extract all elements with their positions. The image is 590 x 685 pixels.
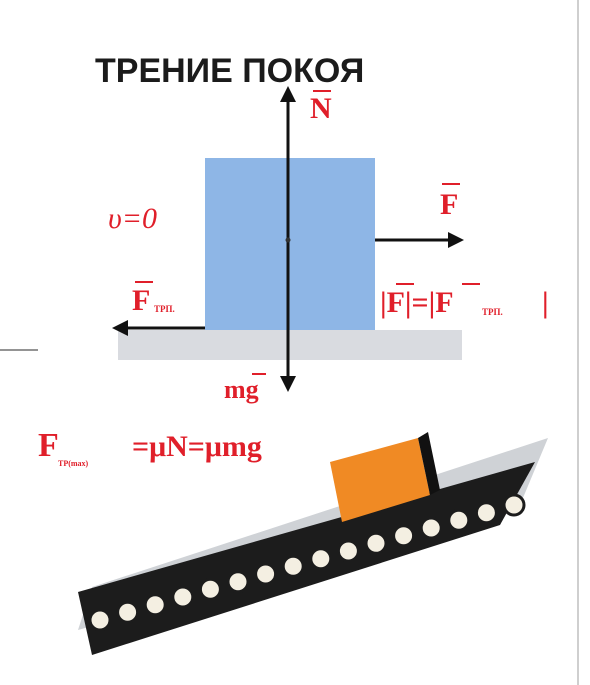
box-side [418,432,440,495]
velocity-label: υ=0 [108,202,157,235]
surface [118,330,462,360]
roller [198,577,222,601]
arrow-down-icon [280,376,296,392]
belt-band [78,462,535,655]
roller [171,585,195,609]
applied-force-label: F [440,188,458,221]
block [205,158,375,330]
roller-row [88,493,526,632]
roller [447,508,471,532]
roller [336,539,360,563]
roller [364,531,388,555]
equality-subscript: ТРП. [482,307,503,317]
box-front [330,438,430,522]
roller [226,570,250,594]
friction-force-subscript: ТРП. [154,304,175,314]
equality-right: | [542,286,549,319]
roller [143,593,167,617]
arrow-up-icon [280,86,296,102]
roller [281,554,305,578]
orange-box [330,432,440,522]
diagram-title: ТРЕНИЕ ПОКОЯ [95,52,364,90]
roller [116,600,140,624]
center-point [285,237,291,243]
max-friction-subscript: ТР(max) [58,459,89,468]
roller [392,524,416,548]
friction-force-label: F [132,284,150,317]
roller [254,562,278,586]
roller [88,608,112,632]
gravity-label: mg [224,375,259,404]
arrow-left-icon [112,320,128,336]
roller [419,516,443,540]
roller [474,501,498,525]
equality-left: |F|=|F [380,286,454,319]
max-friction-formula: =μN=μmg [132,430,262,463]
conveyor-belt [78,438,548,655]
max-friction-main: F [38,427,59,464]
roller [309,547,333,571]
normal-force-label: N [310,92,332,125]
arrow-right-icon [448,232,464,248]
roller [502,493,526,517]
